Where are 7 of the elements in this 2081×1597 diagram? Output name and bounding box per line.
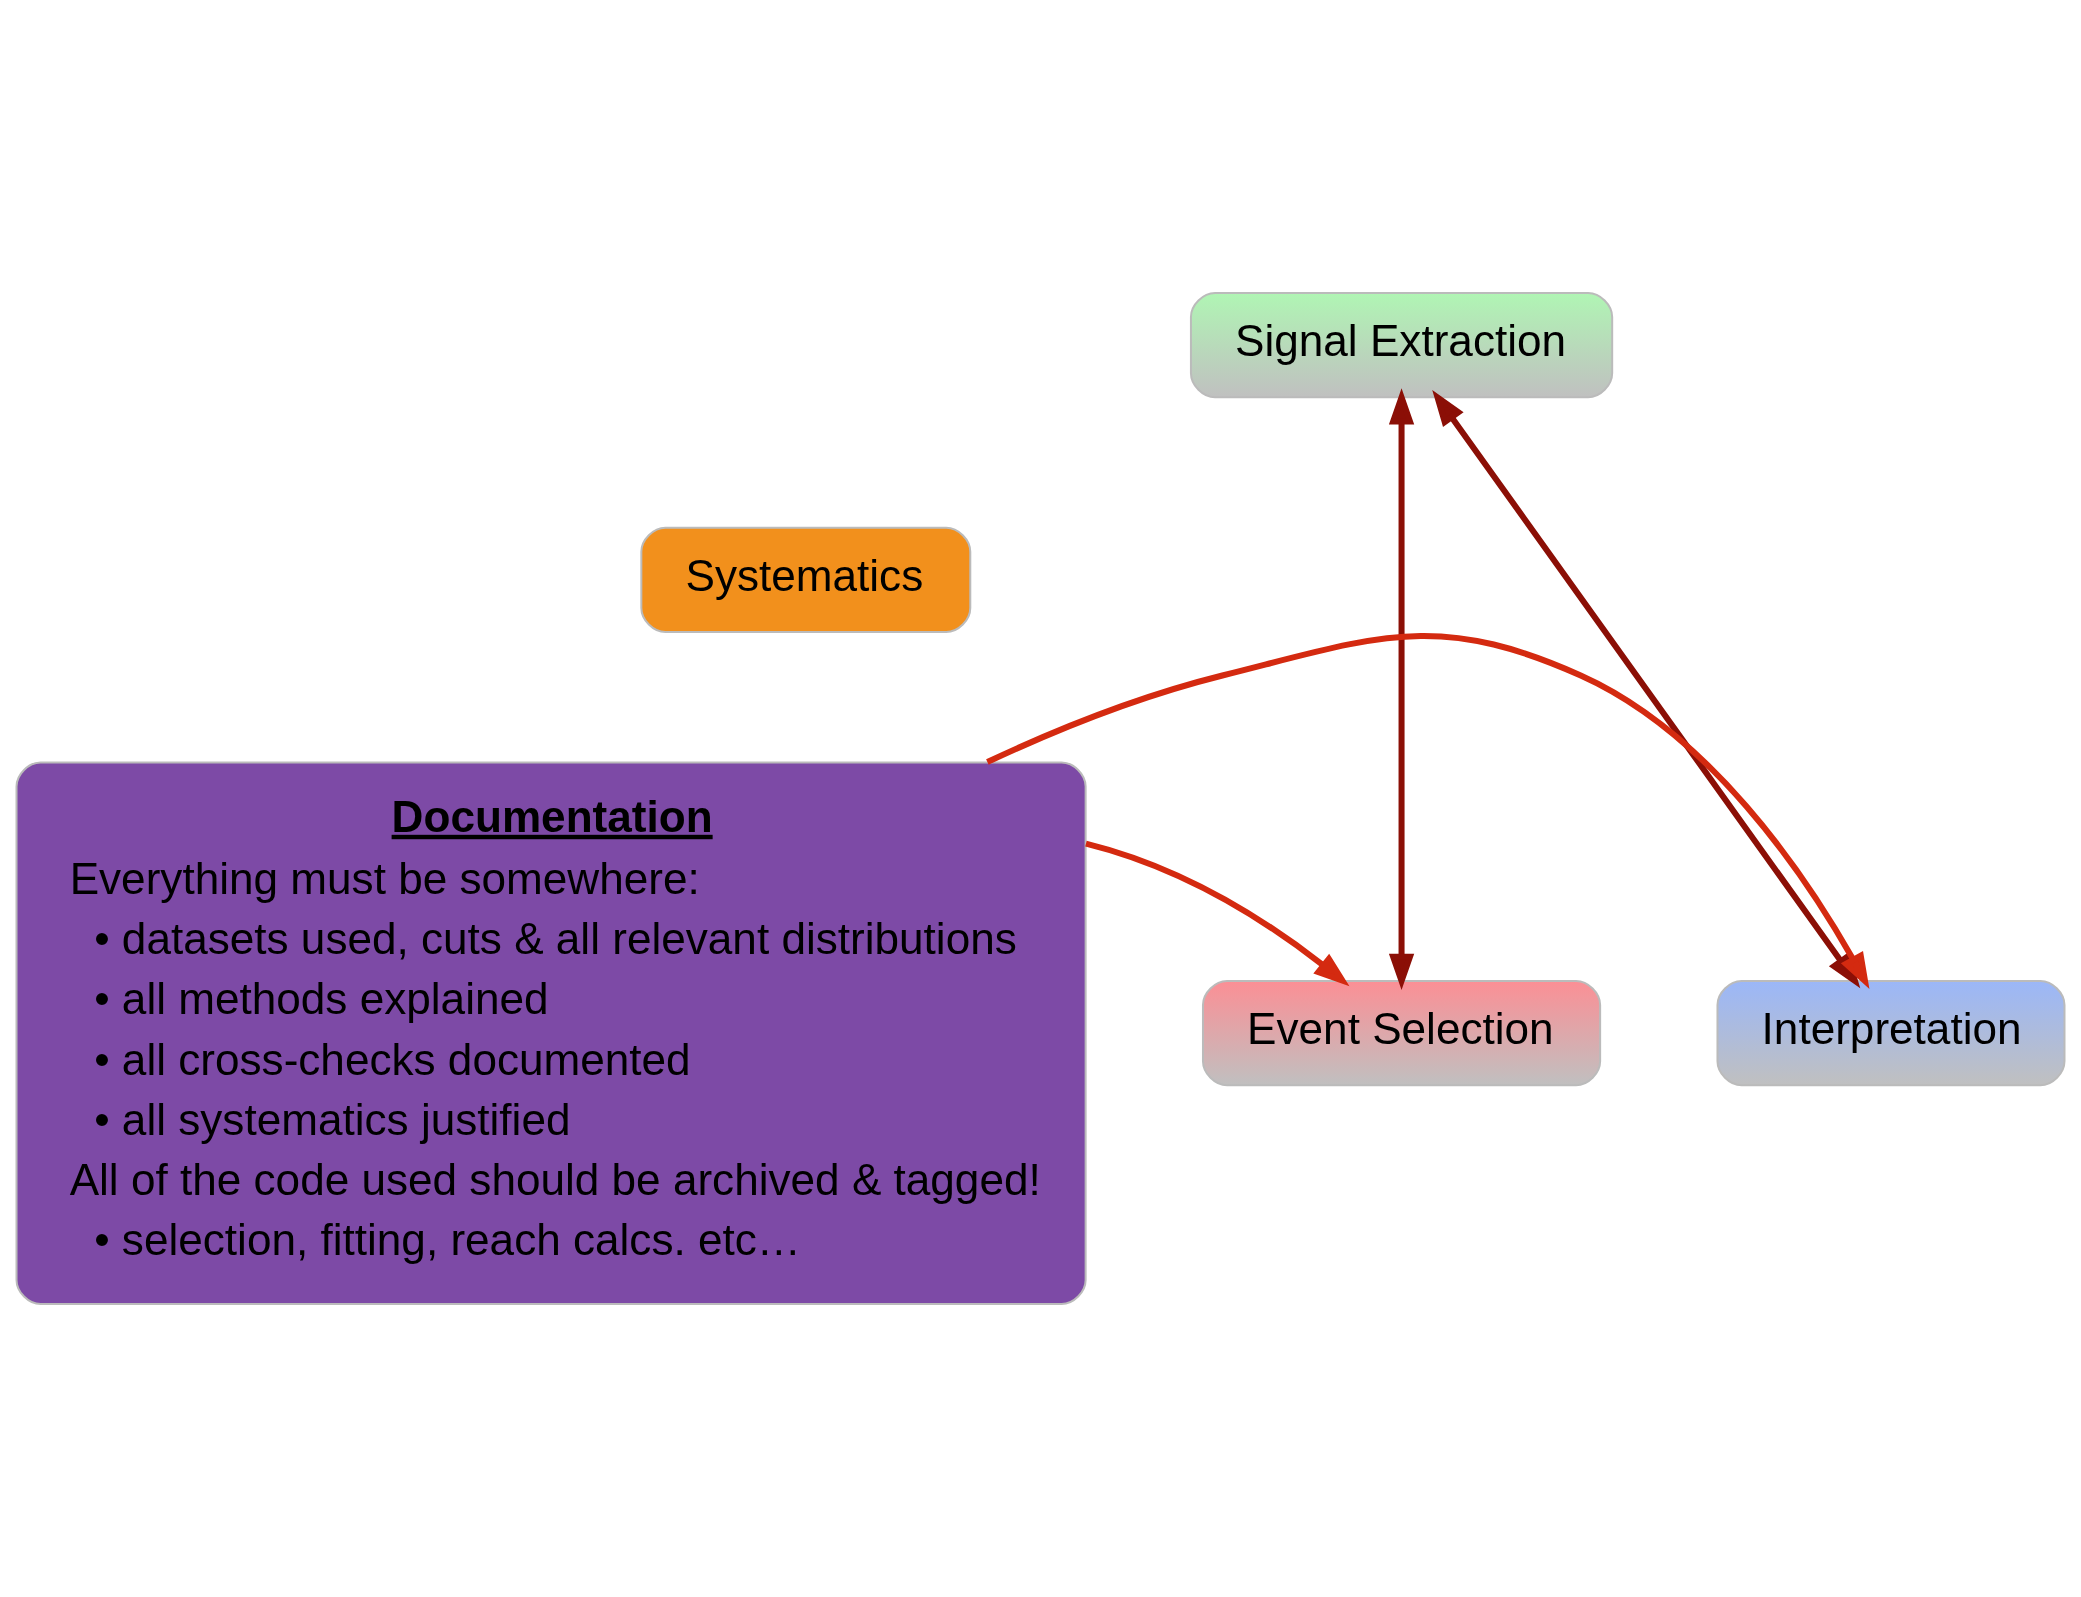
node-box: Signal Extraction xyxy=(1189,292,1614,399)
arrow xyxy=(1388,388,1415,990)
node-box: Event Selection xyxy=(1201,980,1602,1087)
node-box: Interpretation xyxy=(1716,980,2066,1087)
node-box: Systematics xyxy=(640,526,972,633)
node-box: Documentation Everything must be somewhere: • datasets used, cuts & all relevant distributions • all methods explained • all cross-checks documented • all systematics justified All of the code used should be archived & tagged! • selection, fitting, reach calcs. etc… xyxy=(15,761,1087,1305)
arrow xyxy=(1085,840,1350,987)
